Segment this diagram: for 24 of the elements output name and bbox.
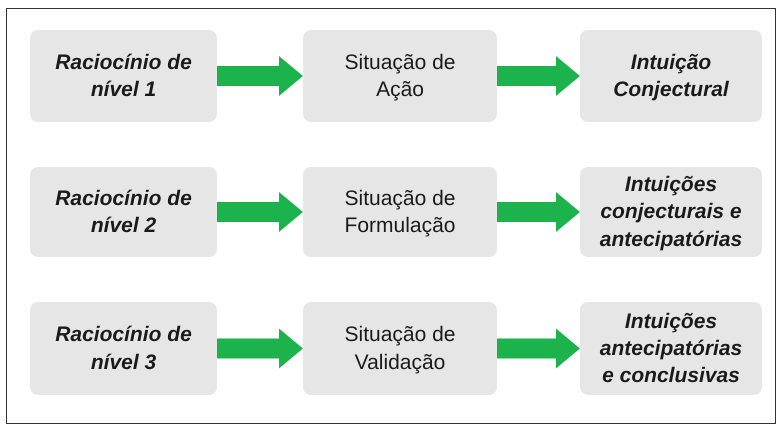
box-label: Intuição Conjectural (612, 50, 730, 103)
box-label: Raciocínio de nível 2 (54, 186, 193, 239)
process-box (30, 30, 217, 122)
box-label: Raciocínio de nível 3 (54, 322, 193, 376)
process-box (580, 30, 762, 122)
process-box (30, 302, 217, 395)
box-label: Situação de Ação (344, 50, 456, 103)
box-label: Intuições conjecturais e antecipatórias (598, 172, 744, 253)
process-box (580, 167, 762, 257)
box-label: Situação de Formulação (344, 186, 456, 239)
process-box (30, 167, 217, 257)
block-arrow (497, 56, 580, 96)
box-label: Situação de Validação (344, 322, 456, 376)
block-arrow (217, 56, 303, 96)
block-arrow (497, 192, 580, 232)
process-box (580, 302, 762, 395)
block-arrow (497, 328, 580, 368)
block-arrow (217, 192, 303, 232)
process-box (303, 302, 497, 395)
box-label: Raciocínio de nível 1 (54, 50, 193, 103)
box-label: Intuições antecipatórias e conclusivas (598, 308, 744, 390)
block-arrow (217, 328, 303, 368)
process-box (303, 30, 497, 122)
process-box (303, 167, 497, 257)
